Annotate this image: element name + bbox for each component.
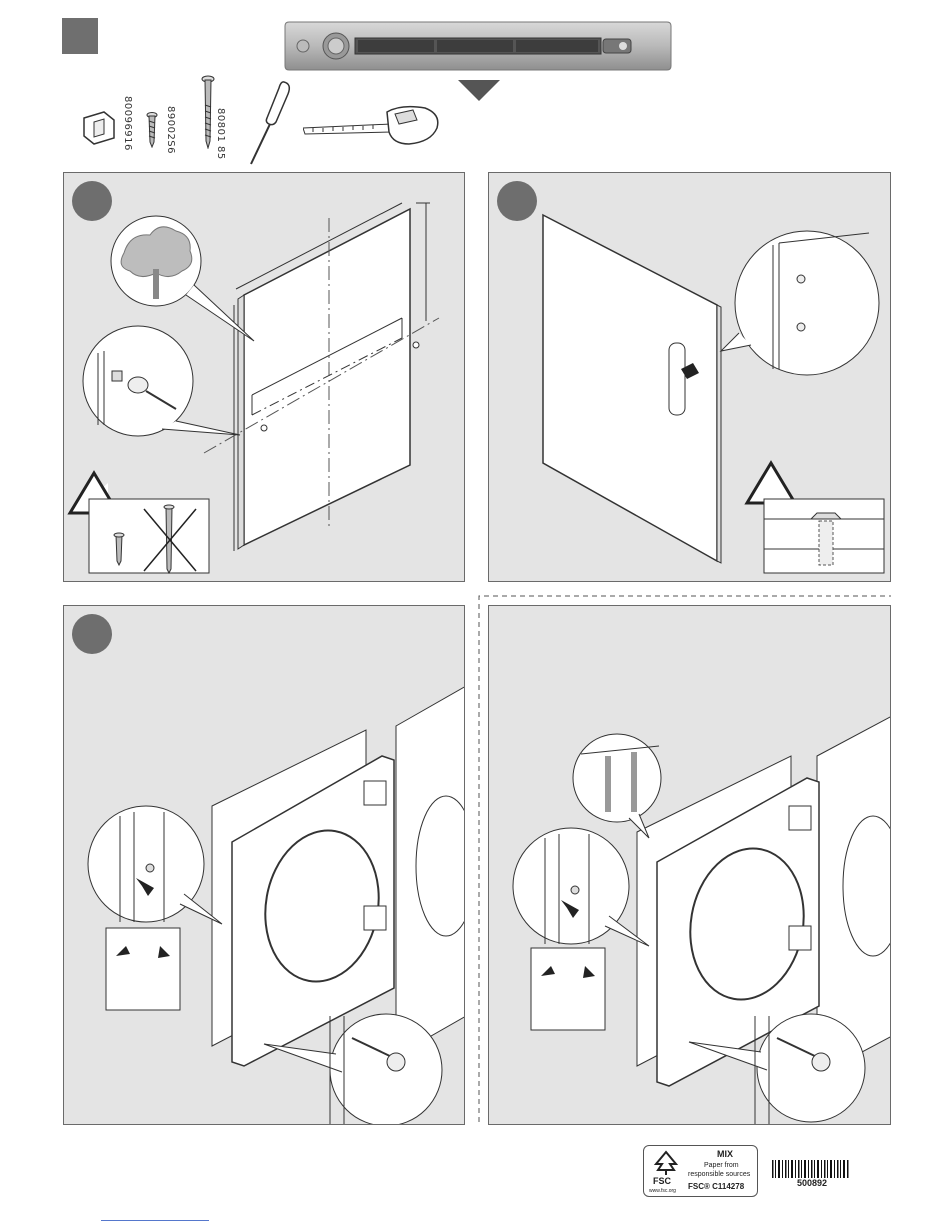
control-panel-illustration [283,20,673,72]
footer-rule [101,1220,209,1221]
short-screw-part [146,112,158,148]
barcode-graphic [772,1160,850,1178]
section-marker [62,18,98,54]
fsc-tree-logo-icon [652,1150,680,1176]
fsc-sources: responsible sources [688,1171,750,1178]
screwdriver-icon [246,78,296,166]
long-screw-part [201,75,215,149]
part-code-short-screw: 89002S6 [165,106,176,154]
panel-3-drawing [64,606,465,1125]
barcode-number: 500892 [797,1178,827,1188]
step-panel-4 [488,605,891,1125]
step-panel-2 [488,172,891,582]
panel-1-drawing [64,173,465,582]
step-panel-3 [63,605,465,1125]
fsc-mix: MIX [717,1149,733,1159]
down-arrow-icon [458,80,500,102]
fsc-license: FSC® C114278 [688,1182,744,1191]
part-code-clip: 80096916 [122,96,133,151]
panel-2-drawing [489,173,891,582]
part-code-long-screw: 80801 85 [215,108,226,160]
step-panel-1 [63,172,465,582]
tape-measure-icon [303,104,443,146]
plastic-clip-part [78,108,120,148]
panel-4-drawing [489,606,891,1125]
fsc-paper-from: Paper from [704,1162,739,1169]
fsc-website: www.fsc.org [649,1188,676,1194]
fsc-word: FSC [653,1176,671,1186]
fsc-label: FSC www.fsc.org MIX Paper from responsib… [643,1145,758,1197]
